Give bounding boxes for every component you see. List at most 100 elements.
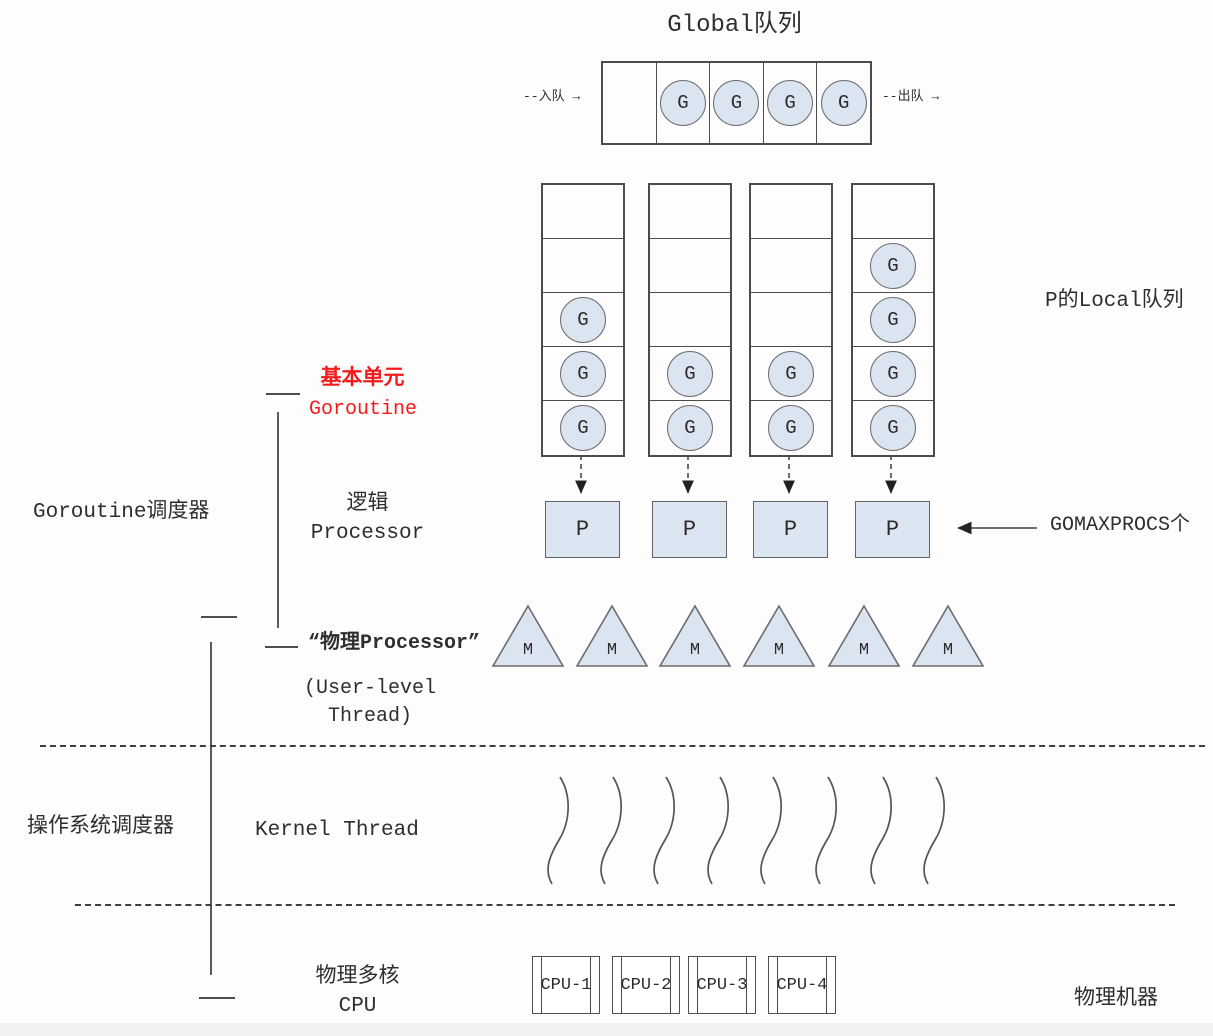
os-bracket-line xyxy=(210,642,212,975)
cpu-box-inner-line-left xyxy=(541,957,543,1013)
goroutine-node: G xyxy=(870,296,916,343)
dequeue-label: --出队 → xyxy=(882,89,940,104)
machine-thread-triangle: M xyxy=(575,604,649,668)
queue-cell xyxy=(751,185,831,239)
svg-text:M: M xyxy=(607,641,617,660)
queue-cell: G xyxy=(543,347,623,401)
cpu-box-inner-line-right xyxy=(589,957,591,1013)
cpu-box: CPU-4 xyxy=(768,956,836,1014)
machine-thread-triangle: M xyxy=(742,604,816,668)
global-queue-title: Global队列 xyxy=(667,12,802,39)
basic-unit-label-en: Goroutine xyxy=(308,398,418,421)
machine-thread-triangle: M xyxy=(911,604,985,668)
queue-cell: G xyxy=(853,293,933,347)
queue-to-p-dashed-arrows xyxy=(575,455,897,494)
cpu-box-inner-line-left xyxy=(697,957,699,1013)
queue-cell: G xyxy=(543,293,623,347)
physical-machine-label: 物理机器 xyxy=(1074,988,1158,1011)
machine-thread-triangle: M xyxy=(491,604,565,668)
user-level-thread-label-line2: Thread) xyxy=(327,705,412,728)
goroutine-node: G xyxy=(767,80,814,126)
cpu-box: CPU-3 xyxy=(688,956,756,1014)
queue-cell: G xyxy=(650,401,730,455)
cpu-box-inner-line-left xyxy=(621,957,623,1013)
goroutine-node: G xyxy=(820,80,867,126)
queue-cell xyxy=(543,239,623,293)
svg-text:M: M xyxy=(859,641,869,660)
machine-thread-triangle: M xyxy=(827,604,901,668)
goroutine-node: G xyxy=(870,350,916,397)
kernel-thread-label: Kernel Thread xyxy=(255,819,419,842)
goroutine-node: G xyxy=(870,242,916,289)
cpu-label: CPU-4 xyxy=(776,975,828,995)
logical-processor-label-cn: 逻辑 xyxy=(346,493,389,516)
queue-cell: G xyxy=(650,347,730,401)
queue-cell: G xyxy=(764,63,818,143)
queue-cell: G xyxy=(751,401,831,455)
cpu-box-inner-line-right xyxy=(825,957,827,1013)
goroutine-node: G xyxy=(768,405,814,451)
cpu-label: CPU-1 xyxy=(540,975,592,995)
processor-box: P xyxy=(753,501,828,558)
multicore-cpu-label-en: CPU xyxy=(338,995,377,1018)
separator-kernel-hardware xyxy=(75,904,1175,906)
processor-box: P xyxy=(855,501,930,558)
svg-text:M: M xyxy=(523,641,533,660)
queue-cell xyxy=(543,185,623,239)
separator-user-kernel xyxy=(40,745,1205,747)
local-queue-side-label: P的Local队列 xyxy=(1045,290,1184,313)
goroutine-node: G xyxy=(768,350,814,397)
queue-cell: G xyxy=(853,239,933,293)
queue-cell xyxy=(603,63,657,143)
os-bracket-top-dash xyxy=(201,616,237,618)
queue-cell xyxy=(751,293,831,347)
cpu-box-inner-line-right xyxy=(669,957,671,1013)
queue-cell xyxy=(650,293,730,347)
queue-cell: G xyxy=(710,63,764,143)
goroutine-node: G xyxy=(713,80,760,126)
goroutine-node: G xyxy=(667,350,713,397)
cpu-box-inner-line-right xyxy=(745,957,747,1013)
queue-cell: G xyxy=(817,63,870,143)
queue-cell: G xyxy=(751,347,831,401)
svg-text:M: M xyxy=(774,641,784,660)
cpu-box: CPU-2 xyxy=(612,956,680,1014)
queue-cell xyxy=(650,239,730,293)
machine-thread-triangle: M xyxy=(658,604,732,668)
goroutine-node: G xyxy=(560,296,606,343)
physical-processor-label: “物理Processor” xyxy=(308,632,481,655)
processor-box: P xyxy=(652,501,727,558)
kernel-thread-wavy-lines xyxy=(547,776,945,885)
goroutine-bracket-top-dash xyxy=(266,393,300,395)
processor-box: P xyxy=(545,501,620,558)
user-level-thread-label-line1: (User-level xyxy=(303,677,437,700)
queue-cell: G xyxy=(657,63,711,143)
cpu-box-inner-line-left xyxy=(777,957,779,1013)
logical-processor-label-en: Processor xyxy=(310,522,425,545)
queue-cell: G xyxy=(853,401,933,455)
goroutine-node: G xyxy=(560,350,606,397)
os-scheduler-label: 操作系统调度器 xyxy=(27,816,174,839)
basic-unit-label-cn: 基本单元 xyxy=(320,368,405,391)
goroutine-bracket-bottom-dash xyxy=(265,646,298,648)
goroutine-node: G xyxy=(560,405,606,451)
queue-cell: G xyxy=(853,347,933,401)
queue-cell xyxy=(650,185,730,239)
svg-text:M: M xyxy=(690,641,700,660)
os-bracket-bottom-dash xyxy=(199,997,235,999)
goroutine-scheduler-label: Goroutine调度器 xyxy=(33,501,210,524)
queue-cell xyxy=(853,185,933,239)
queue-cell: G xyxy=(543,401,623,455)
goroutine-node: G xyxy=(667,405,713,451)
svg-text:M: M xyxy=(943,641,953,660)
goroutine-node: G xyxy=(870,405,916,451)
multicore-cpu-label-cn: 物理多核 xyxy=(315,966,400,989)
goroutine-bracket-line xyxy=(277,412,279,628)
bottom-edge-strip xyxy=(0,1023,1213,1036)
